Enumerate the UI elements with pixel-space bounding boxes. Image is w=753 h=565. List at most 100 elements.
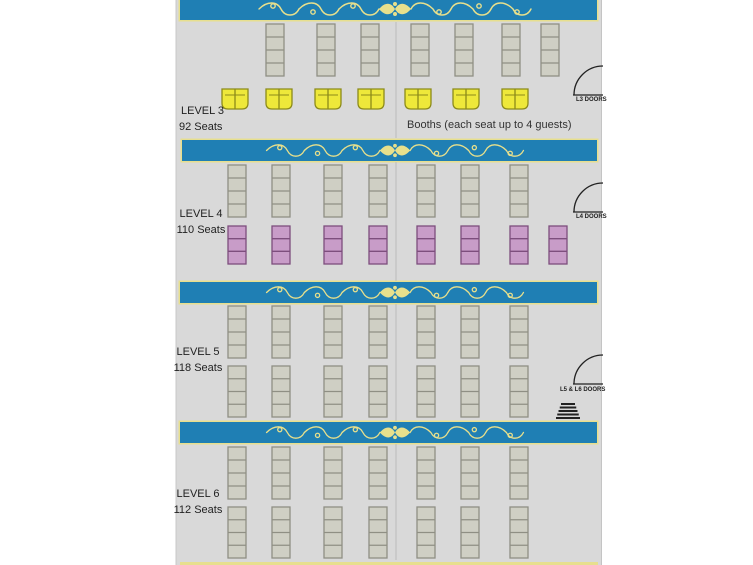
table-outline [323, 225, 343, 265]
table-block [416, 446, 436, 500]
table-block [509, 164, 529, 218]
table-block [227, 164, 247, 218]
booth [314, 88, 342, 110]
level-6-seating [227, 446, 529, 559]
door-swing [573, 65, 604, 96]
stair-step [557, 413, 579, 416]
table-block [416, 305, 436, 359]
level-labels: LEVEL 3 92 Seats Booths (each seat up to… [174, 97, 607, 516]
table-outline [509, 225, 529, 265]
booth [265, 88, 293, 110]
table-block-purple [323, 225, 343, 265]
table-block [271, 164, 291, 218]
door-arc-icon [573, 354, 604, 385]
table-outline [227, 225, 247, 265]
table-outline [416, 225, 436, 265]
level-4-door-label: L4 DOORS [576, 214, 607, 220]
table-block [460, 305, 480, 359]
booth [357, 88, 385, 110]
level-4-seating [227, 164, 568, 265]
table-block [323, 305, 343, 359]
table-block [316, 23, 336, 77]
table-block [360, 23, 380, 77]
stair-step [561, 403, 575, 405]
level-3-seating [221, 23, 560, 110]
level-3-booth-note: Booths (each seat up to 4 guests) [407, 119, 572, 131]
level-3-door-label: L3 DOORS [576, 97, 607, 103]
level-banners [178, 0, 599, 445]
table-outline [548, 225, 568, 265]
level-6-title: LEVEL 6 [176, 488, 219, 500]
table-block [323, 164, 343, 218]
table-block [271, 506, 291, 559]
level-4-title: LEVEL 4 [179, 208, 222, 220]
table-outline [460, 225, 480, 265]
table-block [540, 23, 560, 77]
stair-step [556, 417, 580, 419]
table-block-purple [509, 225, 529, 265]
level-3-seat-count: 92 Seats [179, 121, 223, 133]
table-block [368, 305, 388, 359]
level-5-6-door-label: L5 & L6 DOORS [560, 387, 605, 393]
doors [556, 65, 604, 419]
table-block [460, 164, 480, 218]
table-block [501, 23, 521, 77]
table-block [323, 506, 343, 559]
level-banner [180, 138, 599, 163]
table-block-purple [548, 225, 568, 265]
table-block-purple [460, 225, 480, 265]
bottom-trim [180, 562, 598, 565]
level-banner [178, 280, 599, 305]
level-4-seat-count: 110 Seats [177, 224, 226, 236]
table-block [509, 506, 529, 559]
stairs-icon [556, 403, 580, 419]
table-block [265, 23, 285, 77]
table-block [454, 23, 474, 77]
booth [221, 88, 249, 110]
table-block [509, 365, 529, 418]
table-block [227, 365, 247, 418]
level-5-seating [227, 305, 529, 418]
table-block [271, 365, 291, 418]
table-block [509, 305, 529, 359]
table-block [410, 23, 430, 77]
table-block [416, 506, 436, 559]
stair-step [558, 410, 578, 412]
table-block [368, 164, 388, 218]
seat-blocks [221, 22, 568, 560]
table-block [368, 506, 388, 559]
table-block-purple [271, 225, 291, 265]
table-block-purple [227, 225, 247, 265]
table-outline [368, 225, 388, 265]
stair-step [559, 406, 577, 409]
table-block [323, 446, 343, 500]
table-block [323, 365, 343, 418]
table-block [416, 164, 436, 218]
door-swing [573, 182, 604, 213]
door-swing [573, 354, 604, 385]
table-block [271, 305, 291, 359]
level-banner [178, 420, 599, 445]
table-block [460, 446, 480, 500]
booth [404, 88, 432, 110]
table-block [227, 305, 247, 359]
table-block [368, 365, 388, 418]
level-3-title: LEVEL 3 [181, 105, 224, 117]
table-block [416, 365, 436, 418]
table-block-purple [368, 225, 388, 265]
table-block [227, 446, 247, 500]
door-arc-icon [573, 65, 604, 96]
table-block [271, 446, 291, 500]
table-block [509, 446, 529, 500]
level-banner [178, 0, 599, 22]
level-6-seat-count: 112 Seats [174, 504, 223, 516]
table-block [460, 365, 480, 418]
table-block-purple [416, 225, 436, 265]
table-outline [271, 225, 291, 265]
table-block [460, 506, 480, 559]
level-5-seat-count: 118 Seats [174, 362, 223, 374]
table-block [368, 446, 388, 500]
door-arc-icon [573, 182, 604, 213]
booth [452, 88, 480, 110]
